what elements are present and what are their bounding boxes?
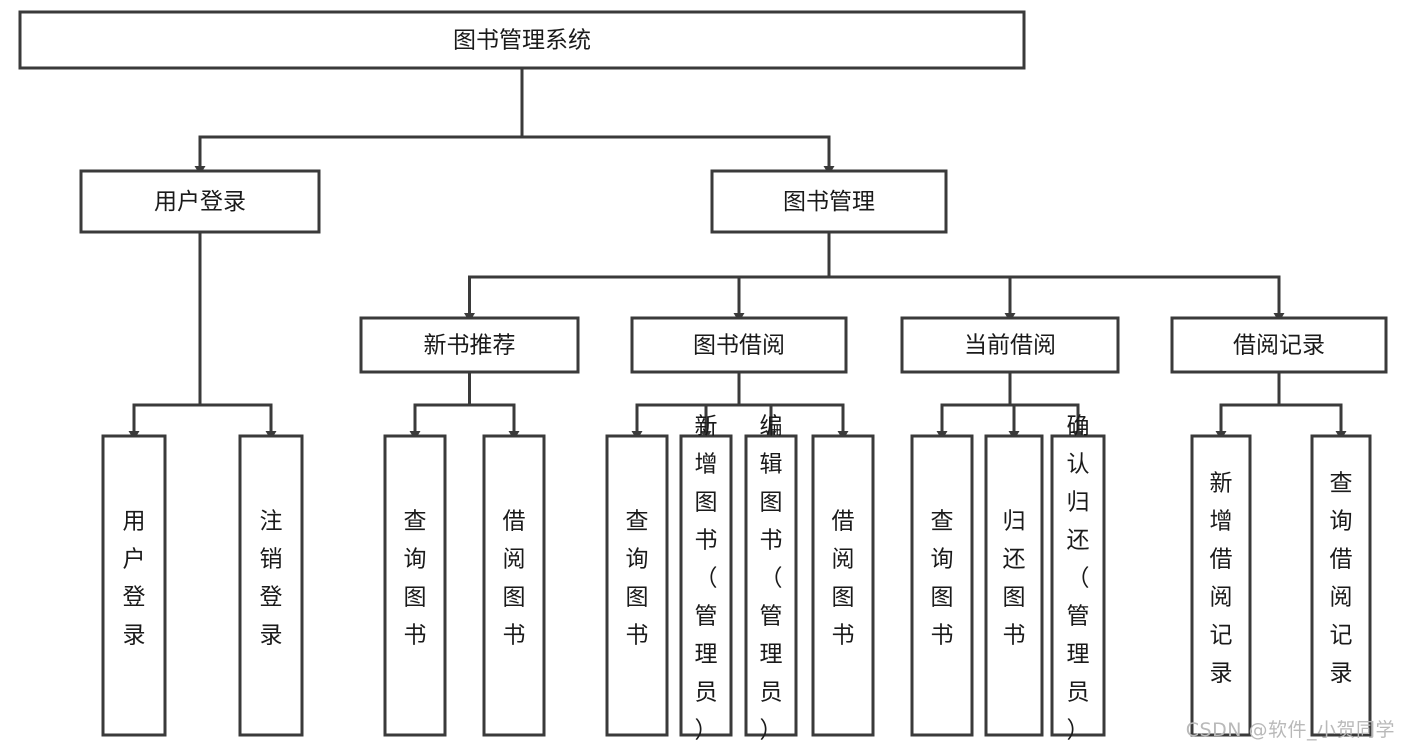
node-leaf-query-record-label: 查询借阅记录: [1330, 471, 1353, 687]
node-book-borrow-label: 图书借阅: [693, 333, 785, 359]
node-user-login[interactable]: 用户登录: [79, 169, 321, 234]
node-book-borrow[interactable]: 图书借阅: [630, 316, 848, 374]
node-borrow-record-label: 借阅记录: [1233, 333, 1325, 359]
node-leaf-query-book-3[interactable]: 查询图书: [910, 434, 974, 737]
csdn-watermark: CSDN @软件_小贺同学: [1185, 719, 1395, 741]
node-leaf-query-book-2[interactable]: 查询图书: [605, 434, 669, 737]
node-root-system[interactable]: 图书管理系统: [18, 10, 1026, 70]
node-leaf-logout-label: 注销登录: [260, 509, 283, 649]
node-book-borrow-box: [630, 316, 848, 374]
node-leaf-query-book-2-label: 查询图书: [626, 509, 649, 649]
node-leaf-query-book-3-label: 查询图书: [931, 509, 954, 649]
node-leaf-return-book[interactable]: 归还图书: [984, 434, 1044, 737]
node-user-login-box: [79, 169, 321, 234]
node-current-borrow-label: 当前借阅: [964, 333, 1056, 359]
node-leaf-user-login-box: [101, 434, 167, 737]
node-leaf-add-record-label: 新增借阅记录: [1210, 471, 1233, 687]
node-leaf-logout[interactable]: 注销登录: [238, 434, 304, 737]
node-leaf-confirm-return-box: [1050, 434, 1106, 737]
node-user-login-label: 用户登录: [154, 189, 246, 215]
node-leaf-borrow-book-2-label: 借阅图书: [832, 509, 855, 649]
node-leaf-borrow-book-2[interactable]: 借阅图书: [811, 434, 875, 737]
node-book-management-box: [710, 169, 948, 234]
node-leaf-add-book[interactable]: 新增图书（管理员）: [679, 414, 733, 744]
node-current-borrow-box: [900, 316, 1120, 374]
node-leaf-borrow-book-1-label: 借阅图书: [503, 509, 526, 649]
node-root-system-label: 图书管理系统: [453, 28, 591, 54]
node-leaf-confirm-return-label: 确认归还（管理员）: [1067, 414, 1090, 744]
node-new-book-recommend[interactable]: 新书推荐: [359, 316, 580, 374]
node-leaf-query-book-2-box: [605, 434, 669, 737]
node-borrow-record-box: [1170, 316, 1388, 374]
node-leaf-return-book-box: [984, 434, 1044, 737]
edges-layer: [128, 66, 1347, 440]
node-root-system-box: [18, 10, 1026, 70]
node-borrow-record[interactable]: 借阅记录: [1170, 316, 1388, 374]
node-leaf-query-book-1-label: 查询图书: [404, 509, 427, 649]
node-leaf-borrow-book-1-box: [482, 434, 546, 737]
node-leaf-add-book-label: 新增图书（管理员）: [695, 414, 718, 744]
nodes-layer: 图书管理系统用户登录图书管理新书推荐图书借阅当前借阅借阅记录用户登录注销登录查询…: [18, 10, 1388, 744]
node-leaf-add-record[interactable]: 新增借阅记录: [1190, 434, 1252, 737]
node-leaf-user-login-label: 用户登录: [123, 509, 146, 649]
node-leaf-add-book-box: [679, 434, 733, 737]
node-leaf-borrow-book-2-box: [811, 434, 875, 737]
node-leaf-user-login[interactable]: 用户登录: [101, 434, 167, 737]
node-leaf-edit-book-label: 编辑图书（管理员）: [760, 414, 783, 744]
node-leaf-query-record-box: [1310, 434, 1372, 737]
node-leaf-borrow-book-1[interactable]: 借阅图书: [482, 434, 546, 737]
node-leaf-logout-box: [238, 434, 304, 737]
node-leaf-query-book-1[interactable]: 查询图书: [383, 434, 447, 737]
node-current-borrow[interactable]: 当前借阅: [900, 316, 1120, 374]
node-leaf-edit-book[interactable]: 编辑图书（管理员）: [744, 414, 798, 744]
node-book-management-label: 图书管理: [783, 189, 875, 215]
node-book-management[interactable]: 图书管理: [710, 169, 948, 234]
node-leaf-query-book-1-box: [383, 434, 447, 737]
node-leaf-query-record[interactable]: 查询借阅记录: [1310, 434, 1372, 737]
node-leaf-add-record-box: [1190, 434, 1252, 737]
node-leaf-query-book-3-box: [910, 434, 974, 737]
node-leaf-edit-book-box: [744, 434, 798, 737]
node-leaf-return-book-label: 归还图书: [1003, 509, 1026, 649]
node-new-book-recommend-box: [359, 316, 580, 374]
node-new-book-recommend-label: 新书推荐: [424, 333, 516, 359]
node-leaf-confirm-return[interactable]: 确认归还（管理员）: [1050, 414, 1106, 744]
